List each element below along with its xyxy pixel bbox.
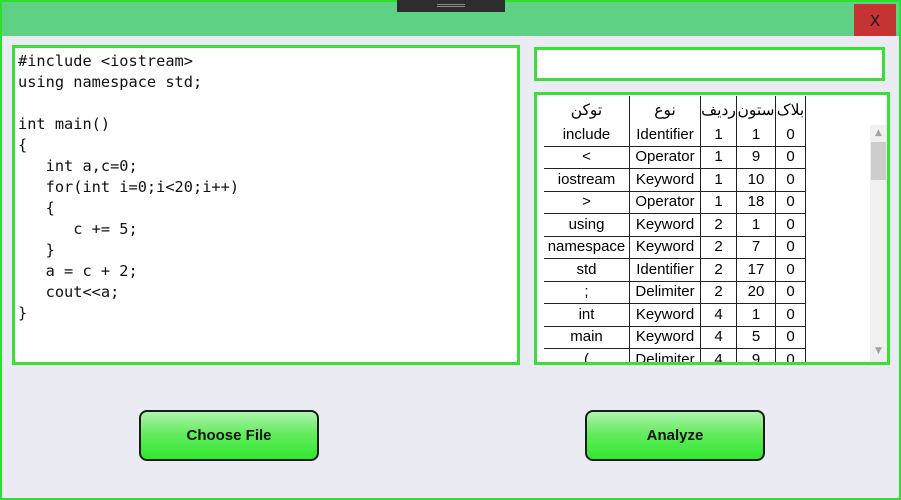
- cell-row[interactable]: 2: [700, 213, 737, 236]
- cell-block[interactable]: 0: [775, 258, 806, 281]
- cell-token[interactable]: ;: [544, 280, 630, 304]
- cell-token[interactable]: >: [544, 190, 630, 214]
- cell-column[interactable]: 17: [736, 258, 776, 281]
- cell-row[interactable]: 1: [700, 190, 737, 214]
- code-text[interactable]: #include <iostream> using namespace std;…: [18, 52, 240, 322]
- cell-block[interactable]: 0: [775, 303, 806, 326]
- cell-block[interactable]: 0: [775, 124, 806, 146]
- cell-type[interactable]: Keyword: [629, 303, 701, 326]
- header-block[interactable]: بلاک: [775, 96, 806, 124]
- cell-type[interactable]: Operator: [629, 145, 701, 169]
- cell-column[interactable]: 5: [736, 325, 776, 349]
- cell-token[interactable]: iostream: [544, 168, 630, 191]
- header-type[interactable]: نوع: [629, 96, 701, 124]
- cell-column[interactable]: 1: [736, 213, 776, 236]
- cell-row[interactable]: 1: [700, 168, 737, 191]
- cell-block[interactable]: 0: [775, 325, 806, 349]
- cell-type[interactable]: Keyword: [629, 325, 701, 349]
- table-header-row: توکن نوع ردیف ستون بلاک: [544, 96, 806, 124]
- cell-row[interactable]: 1: [700, 145, 737, 169]
- file-path-field[interactable]: [534, 47, 885, 81]
- cell-block[interactable]: 0: [775, 168, 806, 191]
- chevron-up-icon[interactable]: ▲: [875, 128, 882, 138]
- cell-token[interactable]: int: [544, 303, 630, 326]
- cell-type[interactable]: Identifier: [629, 258, 701, 281]
- cell-block[interactable]: 0: [775, 348, 806, 362]
- analyze-button[interactable]: Analyze: [585, 410, 765, 461]
- scrollbar-thumb[interactable]: [871, 142, 886, 180]
- cell-block[interactable]: 0: [775, 213, 806, 236]
- cell-column[interactable]: 1: [736, 124, 776, 146]
- cell-block[interactable]: 0: [775, 190, 806, 214]
- cell-column[interactable]: 9: [736, 348, 776, 362]
- cell-column[interactable]: 7: [736, 235, 776, 259]
- cell-row[interactable]: 4: [700, 325, 737, 349]
- cell-type[interactable]: Delimiter: [629, 348, 701, 362]
- cell-token[interactable]: <: [544, 145, 630, 169]
- cell-column[interactable]: 10: [736, 168, 776, 191]
- cell-row[interactable]: 2: [700, 280, 737, 304]
- cell-row[interactable]: 2: [700, 258, 737, 281]
- cell-type[interactable]: Identifier: [629, 124, 701, 146]
- cell-row[interactable]: 4: [700, 348, 737, 362]
- cell-row[interactable]: 4: [700, 303, 737, 326]
- choose-file-button[interactable]: Choose File: [139, 410, 319, 461]
- cell-column[interactable]: 1: [736, 303, 776, 326]
- close-button[interactable]: X: [854, 4, 896, 36]
- cell-type[interactable]: Keyword: [629, 168, 701, 191]
- header-row[interactable]: ردیف: [700, 96, 737, 124]
- cell-token[interactable]: main: [544, 325, 630, 349]
- cell-token[interactable]: namespace: [544, 235, 630, 259]
- cell-type[interactable]: Keyword: [629, 235, 701, 259]
- cell-column[interactable]: 18: [736, 190, 776, 214]
- cell-token[interactable]: include: [544, 124, 630, 146]
- cell-token[interactable]: std: [544, 258, 630, 281]
- cell-row[interactable]: 1: [700, 124, 737, 146]
- header-token[interactable]: توکن: [544, 96, 630, 124]
- cell-type[interactable]: Delimiter: [629, 280, 701, 304]
- table-scrollbar[interactable]: ▲ ▼: [870, 125, 887, 362]
- cell-column[interactable]: 9: [736, 145, 776, 169]
- chevron-down-icon[interactable]: ▼: [875, 346, 882, 356]
- cell-token[interactable]: using: [544, 213, 630, 236]
- title-bar[interactable]: X: [2, 0, 899, 36]
- cell-token[interactable]: (: [544, 348, 630, 362]
- cell-row[interactable]: 2: [700, 235, 737, 259]
- window-grip[interactable]: [397, 0, 505, 12]
- cell-type[interactable]: Operator: [629, 190, 701, 214]
- code-editor[interactable]: #include <iostream> using namespace std;…: [12, 45, 520, 365]
- cell-column[interactable]: 20: [736, 280, 776, 304]
- cell-block[interactable]: 0: [775, 235, 806, 259]
- cell-type[interactable]: Keyword: [629, 213, 701, 236]
- header-column[interactable]: ستون: [736, 96, 776, 124]
- cell-block[interactable]: 0: [775, 280, 806, 304]
- cell-block[interactable]: 0: [775, 145, 806, 169]
